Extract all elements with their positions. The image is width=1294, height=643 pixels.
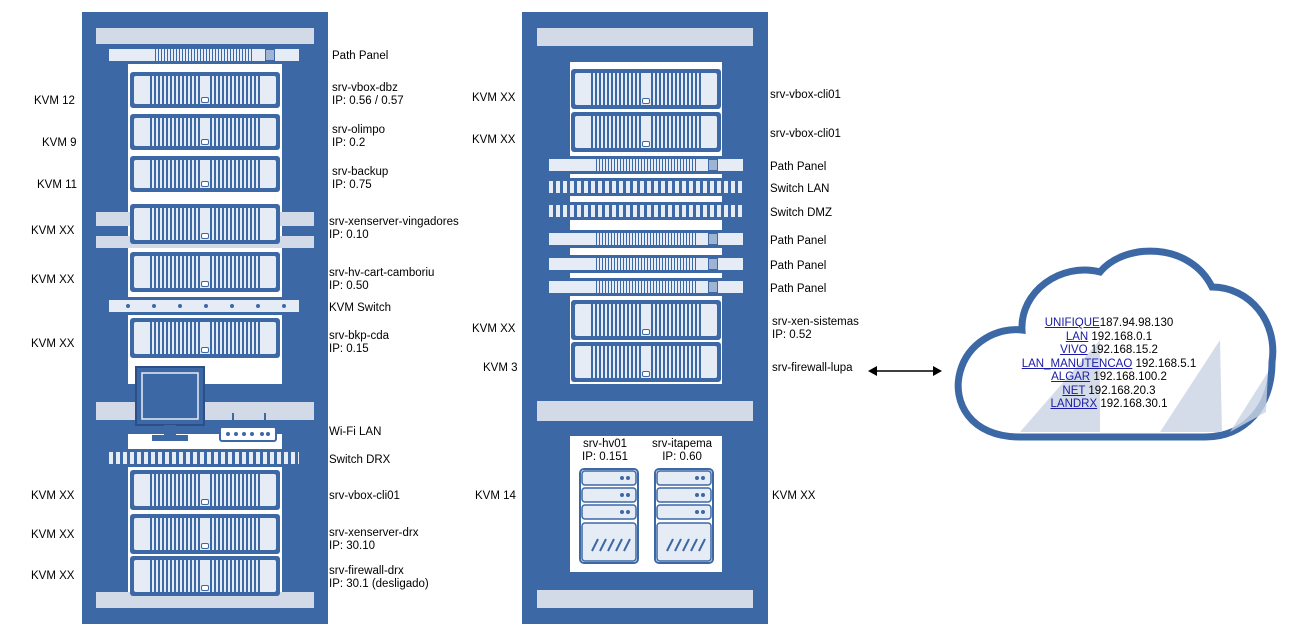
kvm-switch: [106, 297, 302, 315]
server-srv-vbox-cli01-r1: [130, 470, 280, 510]
rack-1-top-shelf: [96, 28, 314, 44]
kvm-label: KVM 9: [42, 137, 77, 149]
kvm-label: KVM XX: [772, 490, 816, 502]
tower-server-icon: [578, 467, 640, 565]
kvm-label: KVM 3: [483, 362, 518, 374]
kvm-label: KVM XX: [472, 134, 516, 146]
label-srv-vbox-cli01-a: srv-vbox-cli01: [770, 89, 841, 101]
rack-1-path-panel: [106, 46, 302, 64]
link-row-landrx: LANDRX 192.168.30.1: [1050, 398, 1168, 410]
server-srv-vbox-cli01-b: [571, 112, 721, 152]
rack-1-post-right-lower: [282, 434, 296, 594]
double-arrow-icon: [868, 364, 942, 378]
kvm-label: KVM XX: [31, 225, 75, 237]
rack-2-bottom-shelf: [537, 590, 753, 608]
rack-2-path-panel-3: [546, 255, 746, 273]
server-srv-firewall-lupa: [571, 342, 721, 382]
switch-lan: [546, 178, 746, 196]
monitor-icon: [134, 365, 206, 443]
server-srv-xen-sistemas: [571, 300, 721, 340]
label-wifi-lan: Wi-Fi LAN: [329, 426, 382, 438]
rack-1-bottom-shelf: [96, 592, 314, 608]
link-vivo[interactable]: VIVO: [1060, 344, 1088, 356]
switch-dmz: [546, 202, 746, 220]
rack-2-post-left-lower: [556, 436, 570, 572]
kvm-label: KVM 12: [34, 95, 75, 107]
link-row-unifique: UNIFIQUE187.94.98.130: [1044, 317, 1174, 329]
kvm-label: KVM 14: [475, 490, 516, 502]
link-lan-manutencao[interactable]: LAN_MANUTENCAO: [1021, 357, 1133, 370]
rack-2-mid-shelf: [537, 401, 753, 421]
label-path-panel: Path Panel: [770, 283, 827, 295]
rack-2-path-panel-2: [546, 230, 746, 248]
label-srv-firewall-lupa: srv-firewall-lupa: [772, 362, 853, 374]
label-srv-vbox-cli01-b: srv-vbox-cli01: [770, 128, 841, 140]
label-path-panel: Path Panel: [332, 50, 389, 62]
label-switch-drx: Switch DRX: [329, 454, 391, 466]
server-srv-vbox-cli01-a: [571, 69, 721, 109]
rack-2-top-shelf: [537, 28, 753, 46]
link-row-net: NET 192.168.20.3: [1062, 384, 1156, 397]
kvm-label: KVM 11: [37, 179, 78, 191]
label-switch-dmz: Switch DMZ: [770, 207, 832, 219]
label-kvm-switch: KVM Switch: [329, 302, 391, 314]
kvm-label: KVM XX: [31, 570, 75, 582]
server-srv-olimpo: [130, 114, 280, 150]
kvm-label: KVM XX: [31, 529, 75, 541]
server-srv-xenserver-drx: [130, 514, 280, 554]
internet-cloud-icon: [950, 232, 1278, 444]
link-unifique[interactable]: UNIFIQUE: [1044, 317, 1100, 329]
server-srv-bkp-cda: [130, 318, 280, 358]
link-row-lan-manutencao: LAN_MANUTENCAO 192.168.5.1: [1021, 357, 1197, 370]
link-row-algar: ALGAR 192.168.100.2: [1051, 371, 1167, 383]
link-landrx[interactable]: LANDRX: [1050, 398, 1098, 410]
rack-2-post-right-lower: [722, 436, 736, 572]
server-srv-backup: [130, 156, 280, 192]
server-srv-xenserver-vingadores: [130, 204, 280, 244]
rack-2-path-panel-1: [546, 156, 746, 174]
server-srv-firewall-drx: [130, 556, 280, 596]
link-algar[interactable]: ALGAR: [1051, 371, 1091, 383]
rack-2-path-panel-4: [546, 278, 746, 296]
tower-server-icon: [653, 467, 715, 565]
link-row-lan: LAN 192.168.0.1: [1065, 330, 1153, 343]
wifi-router-icon: [218, 411, 278, 443]
kvm-label: KVM XX: [31, 274, 75, 286]
kvm-label: KVM XX: [472, 323, 516, 335]
link-net[interactable]: NET: [1062, 384, 1086, 397]
link-lan[interactable]: LAN: [1065, 330, 1089, 343]
link-row-vivo: VIVO 192.168.15.2: [1060, 344, 1158, 356]
rack-1-post-left-lower: [114, 434, 128, 594]
rack-2-post-left: [556, 62, 570, 384]
server-srv-vbox-dbz: [130, 72, 280, 108]
kvm-label: KVM XX: [31, 338, 75, 350]
label-switch-lan: Switch LAN: [770, 183, 830, 195]
label-path-panel: Path Panel: [770, 235, 827, 247]
kvm-label: KVM XX: [472, 92, 516, 104]
label-path-panel: Path Panel: [770, 161, 827, 173]
label-path-panel: Path Panel: [770, 260, 827, 272]
cloud-link-list: UNIFIQUE187.94.98.130 LAN 192.168.0.1 VI…: [1016, 317, 1202, 412]
switch-drx: [106, 449, 302, 467]
rack-2-post-right: [722, 62, 736, 384]
label-srv-vbox-cli01-r1: srv-vbox-cli01: [329, 490, 400, 502]
kvm-label: KVM XX: [31, 490, 75, 502]
server-srv-hv-cart-camboriu: [130, 252, 280, 292]
